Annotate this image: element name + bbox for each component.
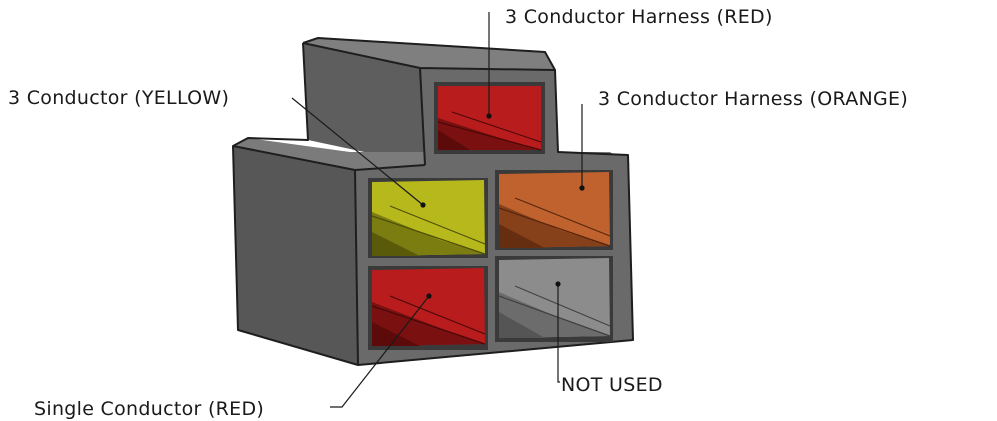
- leader-harness-orange: [579, 104, 585, 191]
- cavity-harness-orange: [495, 170, 613, 250]
- label-single-red: Single Conductor (RED): [34, 398, 264, 420]
- cavity-not-used: [495, 256, 613, 342]
- housing-outline: [232, 37, 634, 366]
- upper-block-top: [303, 38, 555, 70]
- label-harness-orange: 3 Conductor Harness (ORANGE): [598, 88, 908, 110]
- label-conductor-yellow: 3 Conductor (YELLOW): [8, 87, 229, 109]
- lower-block-side: [233, 146, 358, 365]
- leader-harness-red: [486, 12, 492, 119]
- label-not-used: NOT USED: [561, 374, 663, 396]
- leader-single-red: [330, 293, 432, 408]
- leader-not-used: [555, 281, 561, 383]
- label-harness-red: 3 Conductor Harness (RED): [505, 6, 773, 28]
- upper-block-side: [303, 43, 425, 165]
- leader-conductor-yellow: [291, 97, 426, 208]
- cavity-single-red: [368, 266, 488, 350]
- cavity-conductor-yellow: [368, 178, 488, 258]
- housing-inner-edges: [232, 42, 556, 366]
